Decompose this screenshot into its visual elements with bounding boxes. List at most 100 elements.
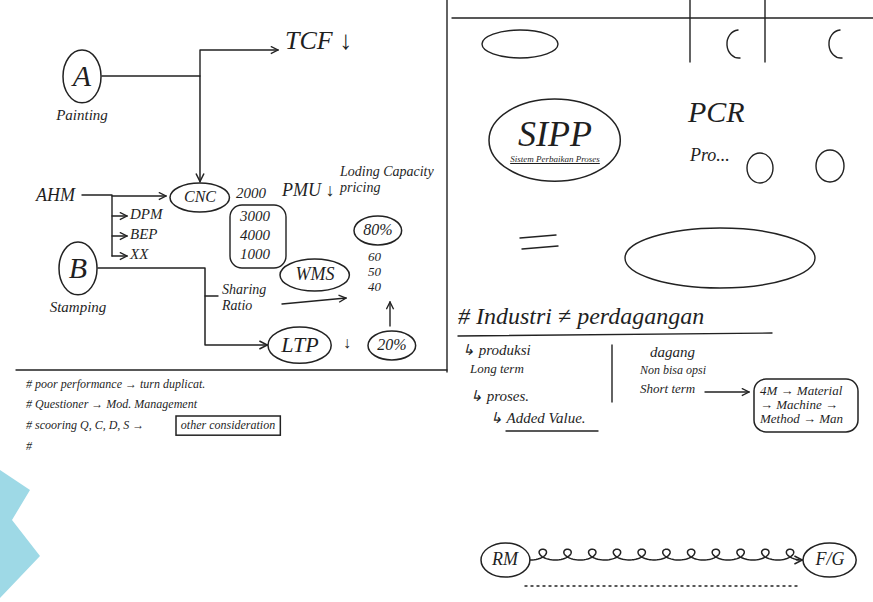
ratio-arrow [282,298,346,304]
annotation-text: Sharing Ratio [222,282,282,314]
boxed-note: other consideration [175,415,281,436]
outline-shape [280,259,349,291]
node-label: 80% [363,221,392,239]
annotation-text: 50 [368,265,381,280]
outline-shape [354,216,402,245]
dotted-baseline [525,585,800,586]
branch-arrow [112,255,127,256]
node-label: SIPP [518,115,592,155]
up-arrow [389,302,390,326]
annotation-text: Loding Capacity pricing [340,164,440,196]
ratio-branch [205,295,218,296]
sketch-arc [727,30,740,58]
circled-word: CNC [169,182,230,213]
ahm-bracket [82,195,112,256]
outline-shape [803,543,856,577]
outline-shape [754,379,858,432]
sketch-circle [747,153,773,183]
outline-shape [489,99,620,181]
node-label: 4M → Material → Machine → Method → Man [760,384,852,427]
node-label: CNC [184,188,216,206]
node-sublabel: Stamping [50,299,107,316]
branch-arrow [112,195,166,196]
empty-oval [625,228,815,288]
annotation-text: # Industri ≠ perdagangan [458,303,704,331]
annotation-text: XX [130,246,148,263]
annotation-text: TCF ↓ [285,26,352,56]
outline-shape [481,543,530,577]
annotation-text: PMU ↓ [282,180,335,201]
node-label: LTP [281,333,318,357]
top-divider [764,0,765,62]
node-label: WMS [295,265,334,285]
value-underline [506,430,598,431]
to-4m-arrow [705,391,749,392]
sketch-circle [816,150,844,182]
annotation-text: # [26,440,32,454]
circled-acronym: SIPPSistem Perbaikan Proses [488,98,621,182]
annotation-text: 2000 [236,185,266,202]
annotation-text: Long term [470,362,524,377]
list-box: 4M → Material → Machine → Method → Man [753,378,859,433]
annotation-text: # Questioner → Mod. Management [26,398,197,412]
flow-arrow [102,76,200,182]
node-label: A [73,59,91,92]
node-sublabel: Sistem Perbaikan Proses [510,155,600,165]
annotation-text: 4000 [240,227,270,244]
node-label: other consideration [181,419,275,432]
annotation-text: ↳ produksi [462,342,531,359]
equals-scribble [520,235,558,249]
circled-word: WMS [279,258,350,292]
circled-number: 80% [353,215,403,246]
outline-shape [368,331,416,360]
annotation-text: ↳ proses. [470,388,529,405]
sketch-oval [482,30,558,58]
annotation-text: BEP [130,226,158,243]
top-divider [689,0,690,62]
circled-number: 20% [367,330,417,361]
number-group-outline [230,205,286,268]
annotation-text: dagang [650,344,695,361]
annotation-text: Pro... [690,145,730,166]
outline-shape [59,242,97,295]
sketch-arc [829,30,842,58]
annotation-text: AHM [36,185,75,206]
binder-tab [0,470,40,598]
annotation-text: 60 [368,250,381,265]
annotation-text: Short term [640,382,695,397]
branch-arrow [112,215,127,216]
node-label: RM [492,550,518,570]
annotation-text: # poor performance → turn duplicat. [26,378,205,392]
top-rule [452,17,873,18]
node-sublabel: Painting [56,107,108,124]
branch-arrow [112,235,127,236]
annotation-text: ↳ Added Value. [490,410,586,427]
annotation-text: ↓ [343,334,351,352]
node-label: B [69,251,87,284]
annotation-text: 1000 [240,246,270,263]
circled-word: F/G [802,542,857,578]
annotation-text: DPM [130,206,163,223]
outline-shape [63,50,101,103]
circled-letter: BStamping [58,241,98,296]
circled-word: RM [480,542,531,578]
section-rule [16,369,447,370]
page-divider [446,0,447,372]
circled-letter: APainting [62,49,102,104]
annotation-text: 40 [368,280,381,295]
tcf-arrow [200,50,278,76]
circled-word: LTP [267,326,332,364]
annotation-text: Non bisa opsi [640,364,706,378]
process-coil-arrow [530,549,802,560]
annotation-text: # scooring Q, C, D, S → [26,419,144,433]
outline-shape [170,183,229,212]
annotation-text: PCR [688,95,745,130]
annotation-text: 3000 [240,208,270,225]
column-divider [611,345,612,402]
outline-shape [176,416,280,435]
outline-shape [268,327,331,363]
